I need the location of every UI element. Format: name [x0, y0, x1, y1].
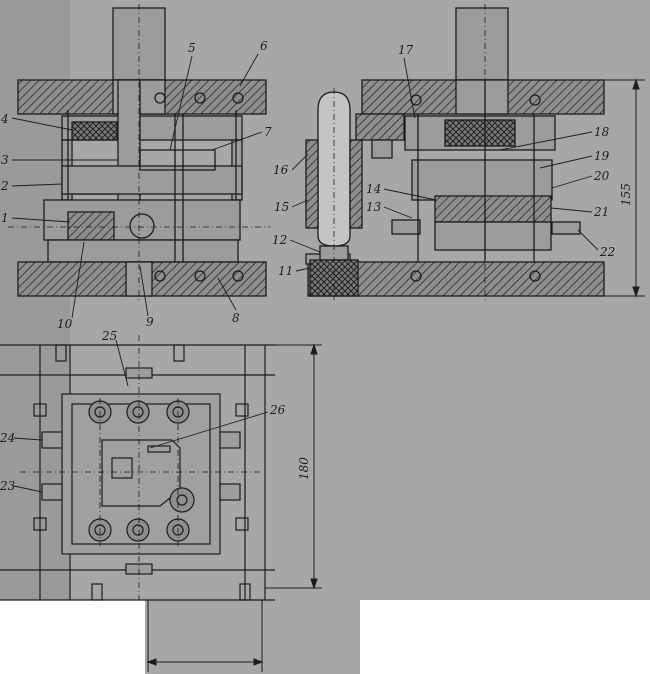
plan-view	[0, 344, 275, 601]
shank-side	[455, 7, 509, 81]
centerlines-right	[333, 4, 486, 300]
callout-9: 9	[146, 315, 154, 329]
callout-24: 24	[0, 431, 15, 445]
front-view-left	[17, 7, 267, 297]
centerlines-left	[8, 4, 270, 300]
callout-26: 26	[269, 403, 286, 417]
callout-14: 14	[366, 182, 381, 196]
callout-20: 20	[593, 169, 610, 183]
dimension-width-text: 180	[297, 457, 311, 480]
callout-8: 8	[232, 311, 240, 325]
dimension-height	[604, 78, 645, 298]
callout-7: 7	[264, 125, 272, 139]
callout-19: 19	[594, 149, 610, 163]
callout-10: 10	[57, 317, 73, 331]
callout-18: 18	[594, 125, 610, 139]
callout-25: 25	[101, 329, 117, 343]
callout-15: 15	[274, 200, 289, 214]
callout-6: 6	[260, 39, 268, 53]
callout-11: 11	[278, 264, 293, 278]
die-insert	[67, 211, 115, 241]
callout-17: 17	[398, 43, 414, 57]
callout-1: 1	[1, 211, 9, 225]
rubber-block-upper	[71, 121, 118, 141]
rubber-side-upper	[444, 119, 516, 147]
callout-13: 13	[366, 200, 382, 214]
dimension-height-text: 155	[619, 183, 633, 206]
leader-lines	[11, 53, 599, 493]
callout-12: 12	[272, 233, 287, 247]
callout-3: 3	[1, 153, 9, 167]
callout-21: 21	[593, 205, 609, 219]
centerlines-plan	[20, 335, 262, 600]
callout-4: 4	[0, 112, 9, 126]
callout-23: 23	[0, 479, 16, 493]
callout-5: 5	[188, 41, 196, 55]
callout-2: 2	[0, 179, 9, 193]
dimension-width	[265, 343, 322, 590]
callout-16: 16	[273, 163, 289, 177]
callouts: 4 3 2 1 5 6 7 10 9 8 11 12 15 16 17 18 1…	[0, 39, 615, 493]
callout-22: 22	[599, 245, 615, 259]
paper-strip-bottom	[145, 600, 360, 674]
extension-lines-bottom	[146, 600, 264, 672]
lever-handle[interactable]	[305, 91, 363, 297]
